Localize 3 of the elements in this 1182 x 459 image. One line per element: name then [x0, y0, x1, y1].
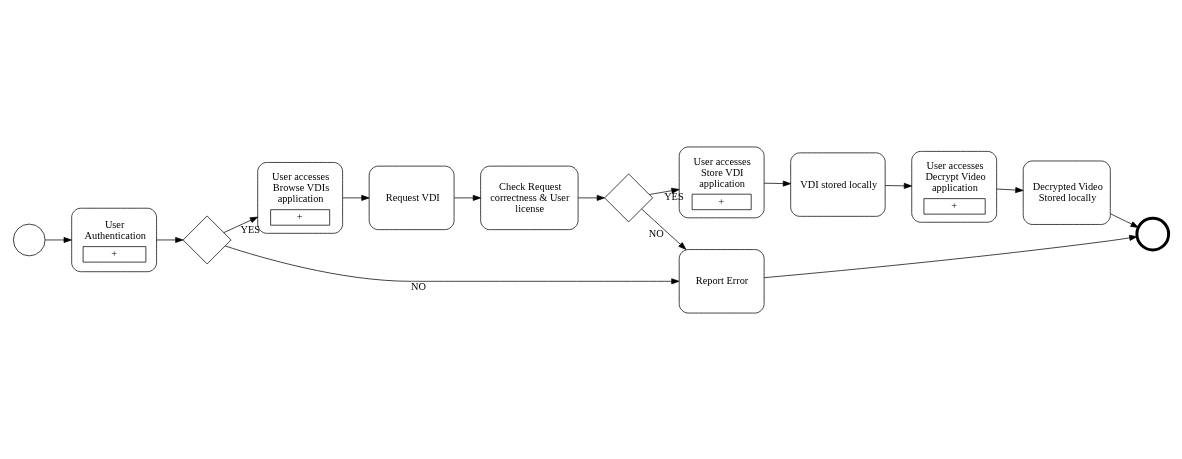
edge-label: NO: [648, 227, 664, 239]
edge-label: NO: [410, 280, 426, 292]
edge-label: YES: [664, 190, 684, 202]
